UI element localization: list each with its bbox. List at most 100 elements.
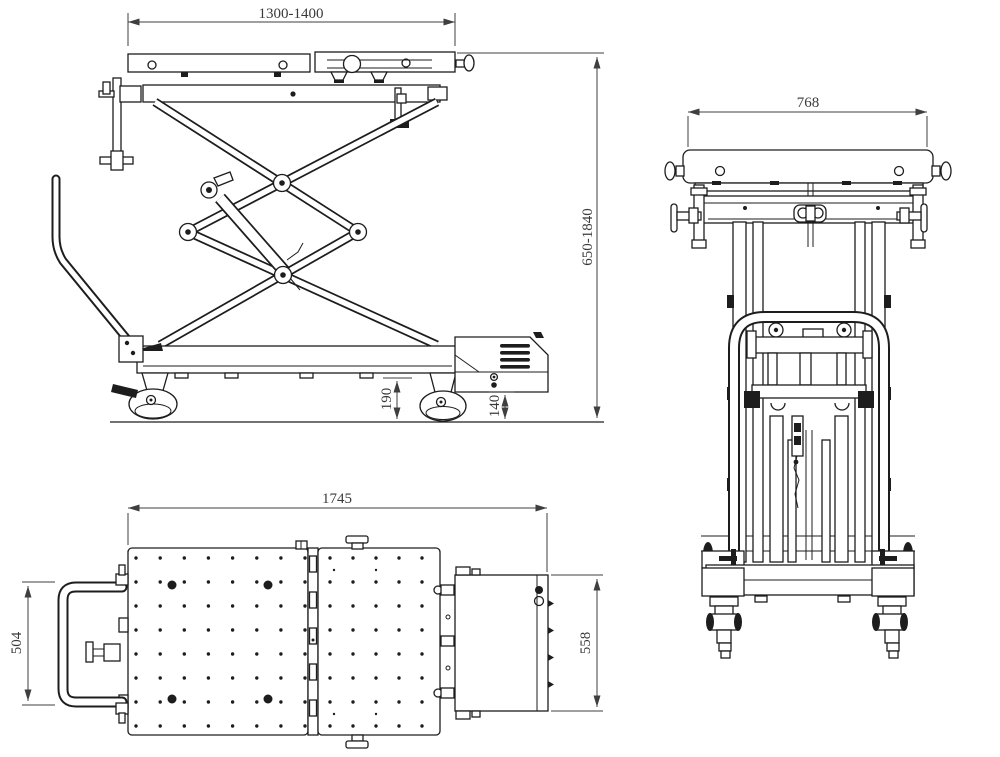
hole-dot	[158, 556, 162, 560]
hole-dot	[158, 700, 162, 704]
hole-dot	[279, 652, 283, 656]
hole-dot	[374, 580, 378, 584]
hole-dot	[397, 724, 401, 728]
hole-dot	[182, 580, 186, 584]
hydraulic-cylinder	[200, 171, 304, 291]
hole-dot	[374, 604, 378, 608]
hole-dot	[397, 652, 401, 656]
hole-dot	[255, 700, 259, 704]
hole-dot	[303, 676, 307, 680]
hole-dot	[397, 556, 401, 560]
plan-control-box	[433, 566, 554, 720]
side-wheel-label: 190	[379, 388, 395, 411]
side-left-clamp	[98, 77, 142, 171]
hole-dot	[182, 652, 186, 656]
hole-dot	[351, 700, 355, 704]
hole-dot	[420, 580, 424, 584]
front-knob-left	[664, 161, 676, 181]
hold-down-screw	[394, 87, 402, 121]
plan-top-knob	[345, 535, 369, 550]
hole-dot	[328, 676, 332, 680]
hole-dot	[374, 724, 378, 728]
hole-dot	[255, 724, 259, 728]
hole-dot	[158, 628, 162, 632]
hole-dot	[351, 556, 355, 560]
hole-dot	[328, 604, 332, 608]
front-caster-right	[872, 596, 908, 659]
side-knob	[463, 54, 475, 72]
hole-dot	[420, 628, 424, 632]
hole-dot	[420, 556, 424, 560]
hole-dot	[134, 604, 138, 608]
hole-dot	[255, 676, 259, 680]
hole-dot	[328, 628, 332, 632]
hole-dot	[134, 580, 138, 584]
hole-dot	[230, 676, 235, 680]
hole-dot	[206, 700, 211, 704]
hole-dot	[351, 604, 355, 608]
hole-dot	[182, 700, 186, 704]
slide-knob	[342, 54, 362, 74]
hole-dot	[158, 652, 162, 656]
hole-dot	[134, 556, 138, 560]
plan-view: 1745	[9, 491, 603, 749]
hole-dot	[230, 604, 235, 608]
side-dim-width: 1300-1400	[127, 6, 456, 46]
side-push-handle	[51, 174, 144, 363]
hole-dot	[328, 556, 332, 560]
hole-dot	[303, 580, 307, 584]
hole-dot	[206, 676, 211, 680]
hole-dot	[351, 676, 355, 680]
front-width-label: 768	[797, 95, 820, 111]
plan-length-label: 1745	[322, 491, 352, 507]
hole-dot	[206, 724, 211, 728]
plan-platform-left	[118, 540, 309, 736]
plan-dim-handle: 504	[9, 581, 55, 706]
hole-dot	[351, 724, 355, 728]
hole-dot	[374, 676, 378, 680]
handle-bracket	[118, 335, 144, 363]
hole-dot	[134, 628, 138, 632]
hole-dot	[420, 700, 424, 704]
plan-hole-grid-left	[134, 556, 307, 728]
hole-dot	[374, 628, 378, 632]
front-view: 768	[664, 95, 952, 659]
front-subframe	[670, 181, 928, 249]
hole-dot	[303, 724, 307, 728]
hydraulic-valve	[791, 415, 804, 509]
hole-dot	[374, 700, 378, 704]
hole-dot	[397, 604, 401, 608]
plan-bottom-knob	[345, 734, 369, 749]
front-t-screws	[670, 203, 928, 233]
hole-dot	[279, 556, 283, 560]
hole-dot	[230, 724, 235, 728]
hole-dot	[420, 604, 424, 608]
front-knob-right	[940, 161, 952, 181]
hole-dot	[230, 628, 235, 632]
side-dim-box-clearance: 140	[487, 391, 514, 419]
side-dim-height: 650-1840	[457, 52, 604, 418]
hole-dot	[230, 580, 235, 584]
hole-dot	[397, 628, 401, 632]
hole-dot	[328, 580, 332, 584]
hole-dot	[206, 604, 211, 608]
side-bracket	[427, 86, 448, 101]
hole-dot	[303, 652, 307, 656]
plan-hinge-strip	[307, 547, 319, 736]
hole-dot	[303, 700, 307, 704]
front-caster-left	[706, 596, 742, 659]
vent-slots	[500, 344, 530, 369]
hole-dot	[206, 556, 211, 560]
hole-dot	[328, 700, 332, 704]
hole-dot	[182, 556, 186, 560]
hole-dot	[134, 724, 138, 728]
front-handle-loop	[728, 311, 890, 576]
hole-dot	[374, 652, 378, 656]
front-lift-mechanism	[744, 322, 874, 563]
plan-dim-box: 558	[551, 574, 603, 712]
plan-box-label: 558	[578, 632, 594, 655]
hole-dot	[303, 628, 307, 632]
hole-dot	[279, 604, 283, 608]
